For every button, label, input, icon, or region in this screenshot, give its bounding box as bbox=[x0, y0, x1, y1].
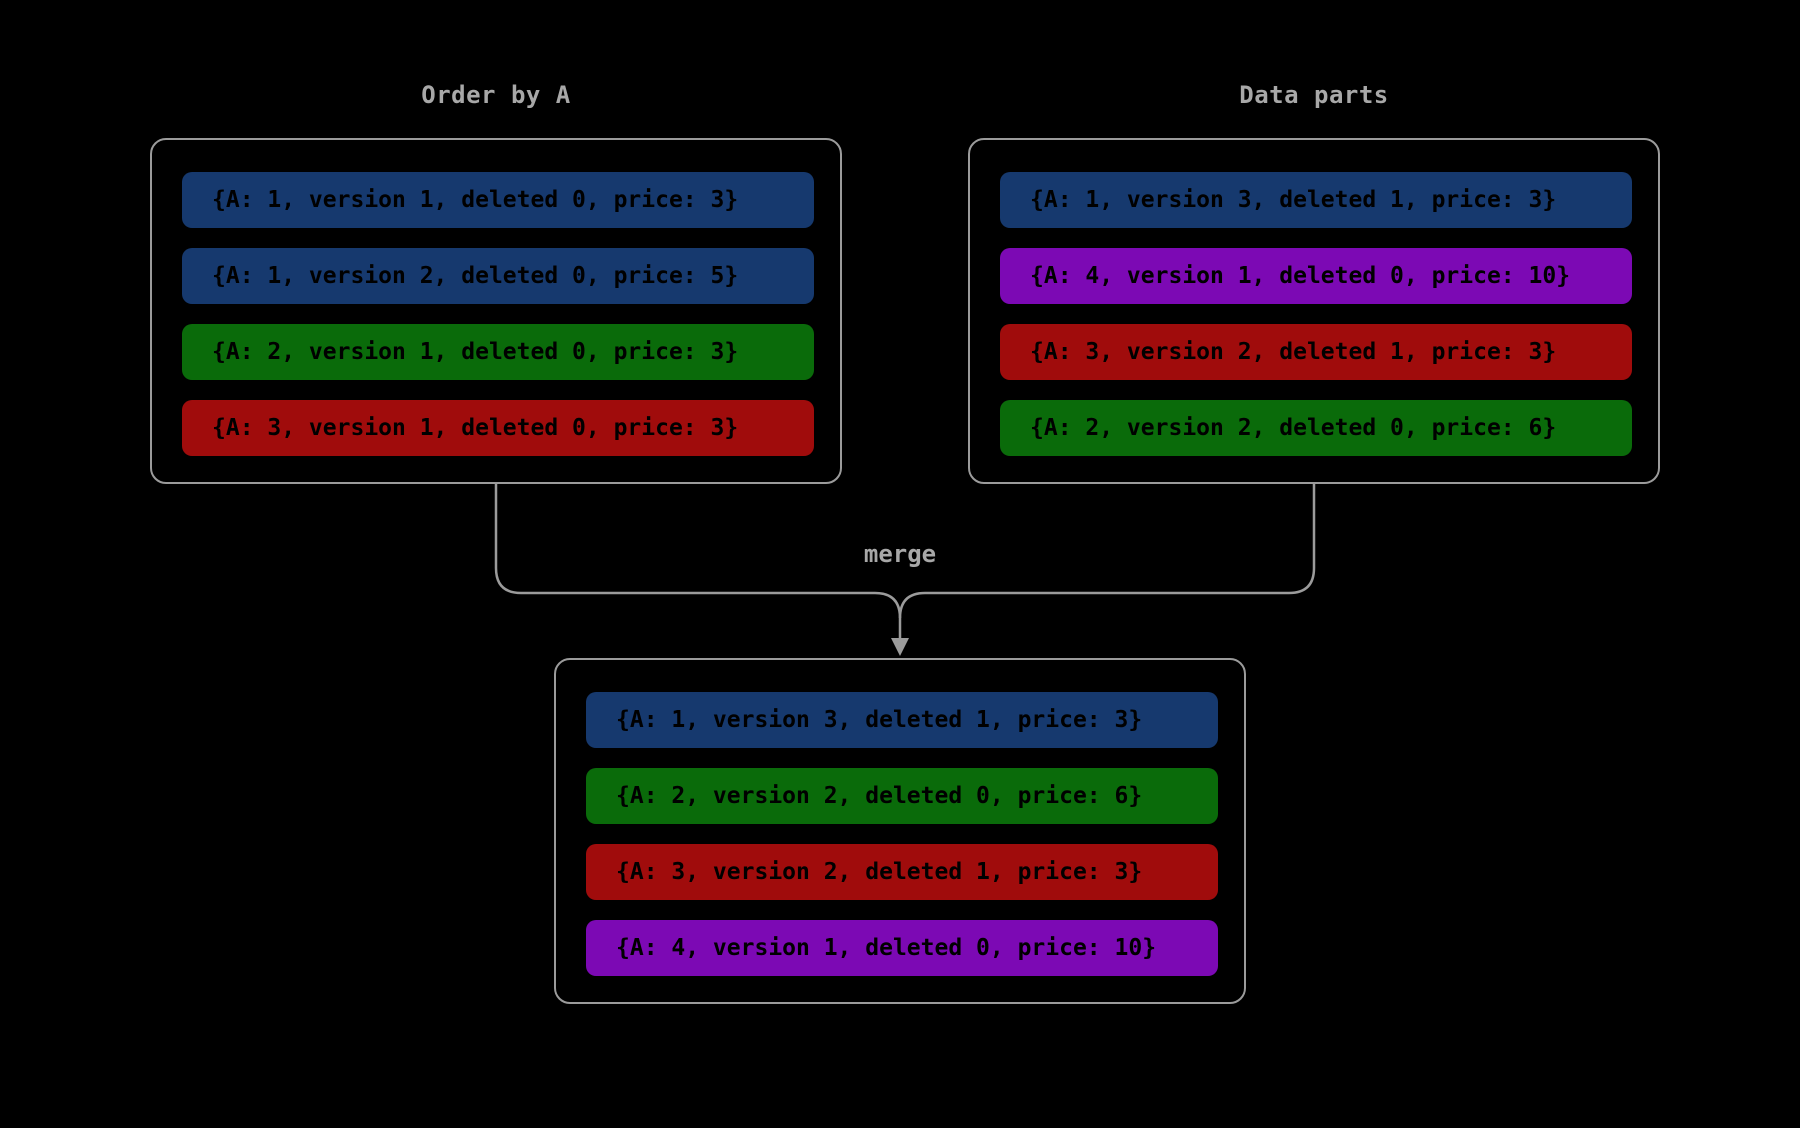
right-box-title: Data parts bbox=[1239, 81, 1389, 109]
part-row: {A: 3, version 2, deleted 1, price: 3} bbox=[586, 844, 1218, 900]
part-row: {A: 3, version 2, deleted 1, price: 3} bbox=[1000, 324, 1632, 380]
part-row: {A: 1, version 2, deleted 0, price: 5} bbox=[182, 248, 814, 304]
part-row: {A: 2, version 2, deleted 0, price: 6} bbox=[1000, 400, 1632, 456]
data-parts-box: {A: 1, version 3, deleted 1, price: 3} {… bbox=[968, 138, 1660, 484]
merge-arrowhead bbox=[891, 638, 909, 656]
part-row: {A: 3, version 1, deleted 0, price: 3} bbox=[182, 400, 814, 456]
merged-box: {A: 1, version 3, deleted 1, price: 3} {… bbox=[554, 658, 1246, 1004]
part-row: {A: 1, version 3, deleted 1, price: 3} bbox=[586, 692, 1218, 748]
order-by-a-box: {A: 1, version 1, deleted 0, price: 3} {… bbox=[150, 138, 842, 484]
merge-label: merge bbox=[863, 540, 937, 568]
part-row: {A: 2, version 2, deleted 0, price: 6} bbox=[586, 768, 1218, 824]
part-row: {A: 4, version 1, deleted 0, price: 10} bbox=[1000, 248, 1632, 304]
part-row: {A: 2, version 1, deleted 0, price: 3} bbox=[182, 324, 814, 380]
part-row: {A: 1, version 1, deleted 0, price: 3} bbox=[182, 172, 814, 228]
left-box-title: Order by A bbox=[421, 81, 571, 109]
part-row: {A: 1, version 3, deleted 1, price: 3} bbox=[1000, 172, 1632, 228]
part-row: {A: 4, version 1, deleted 0, price: 10} bbox=[586, 920, 1218, 976]
